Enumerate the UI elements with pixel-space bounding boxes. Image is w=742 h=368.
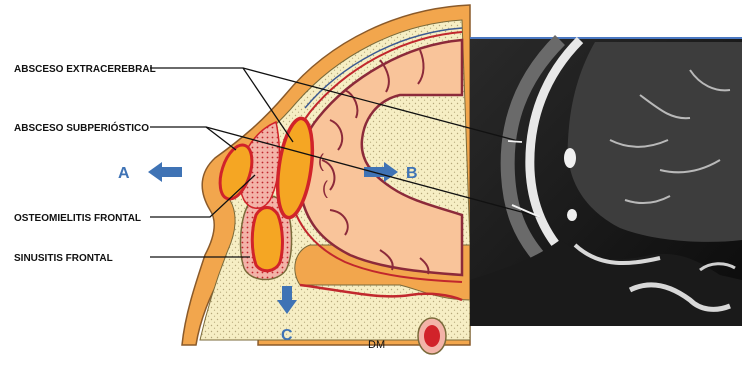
arrow-b-label: B [406, 165, 418, 182]
arrow-a-shape [148, 162, 182, 182]
ct-enhancement [564, 148, 576, 168]
arrow-a: A [118, 162, 182, 182]
leader-subperiosteal-label [150, 127, 236, 150]
author-credit: DM [368, 339, 385, 351]
fold-mark-2: ( [322, 178, 328, 198]
arrow-c-label: C [281, 327, 293, 344]
label-frontal-osteomyelitis: OSTEOMIELITIS FRONTAL [14, 213, 141, 224]
label-frontal-sinusitis: SINUSITIS FRONTAL [14, 253, 113, 264]
anatomy-drawing: ( ( [182, 5, 470, 354]
arrow-a-label: A [118, 165, 130, 182]
fold-mark: ( [318, 151, 324, 171]
ct-enhancement-2 [567, 209, 577, 221]
label-subperiosteal-abscess: ABSCESO SUBPERIÓSTICO [14, 121, 149, 134]
optic-canal-inner [424, 325, 440, 347]
label-extracerebral-abscess: ABSCESO EXTRACEREBRAL [14, 64, 156, 75]
ct-scan-image [470, 38, 742, 326]
